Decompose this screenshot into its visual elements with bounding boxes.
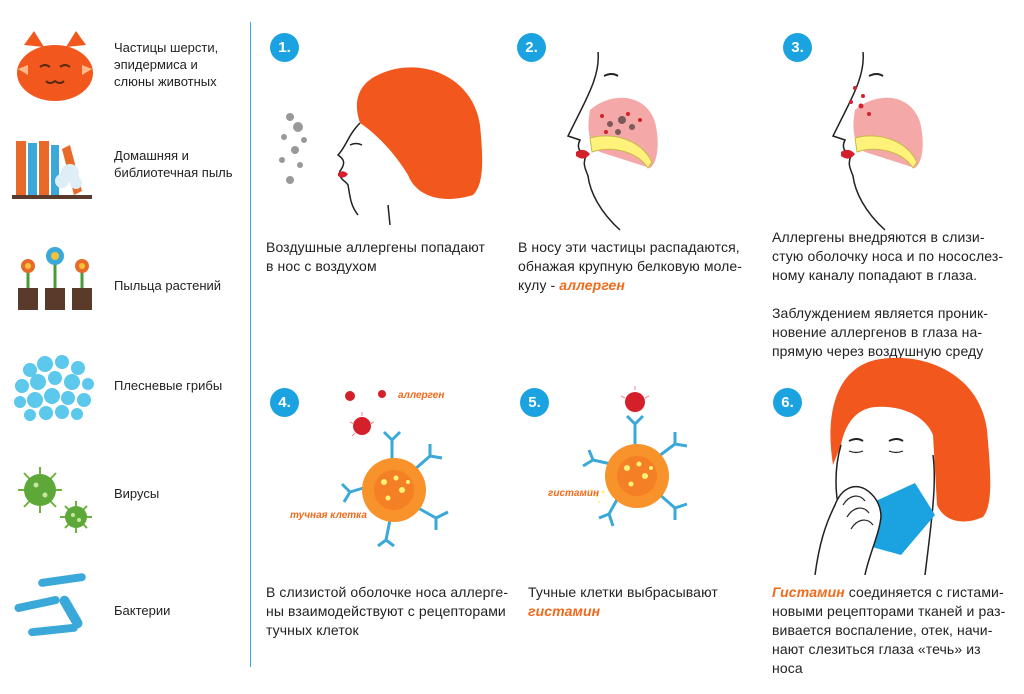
- step-number-badge: 4.: [270, 388, 299, 417]
- step-5-text: Тучные клетки выбрасывают гистамин: [528, 583, 758, 621]
- virus-icon: [18, 467, 92, 533]
- source-viruses: Вирусы: [10, 455, 245, 545]
- mast-cell-histamine-illustration: [582, 386, 688, 527]
- source-bacteria-label: Бактерии: [114, 603, 171, 618]
- source-pollen-label: Пыльца растений: [114, 278, 222, 293]
- mast-cell-receptors-illustration: [340, 390, 449, 548]
- step-number-badge: 2.: [517, 33, 546, 62]
- panel-divider: [250, 22, 251, 667]
- mold-spores-icon: [14, 355, 94, 421]
- flower-pots-icon: [18, 247, 92, 310]
- cat-icon: [17, 31, 93, 101]
- step-number-badge: 3.: [783, 33, 812, 62]
- step-number-badge: 6.: [773, 388, 802, 417]
- woman-inhaling-illustration: [279, 67, 483, 225]
- source-animals-label: Частицы шерсти, эпидермиса и слюны живот…: [114, 40, 219, 89]
- source-animals: Частицы шерсти, эпидермиса и слюны живот…: [10, 25, 245, 115]
- step-2-text: В носу эти частицы распадаются, обнажая …: [518, 239, 743, 293]
- step-3-text: Аллергены внедряются в слизи- стую оболо…: [772, 229, 1004, 359]
- step-1-text: Воздушные аллергены попадают в нос с воз…: [266, 239, 486, 274]
- histamine-highlight: гистамин: [528, 603, 601, 619]
- source-pollen: Пыльца растений: [10, 240, 245, 330]
- source-viruses-label: Вирусы: [114, 486, 160, 501]
- source-dust-label: Домашняя и библиотечная пыль: [114, 148, 233, 180]
- step-4-text: В слизистой оболочке носа аллерге- ны вз…: [266, 584, 509, 638]
- histamine-highlight: Гистамин: [772, 584, 845, 600]
- step-number-badge: 1.: [270, 33, 299, 62]
- woman-sneezing-illustration: [814, 357, 991, 575]
- allergen-highlight: аллерген: [559, 277, 625, 293]
- bacteria-icon: [14, 573, 86, 637]
- source-mold-label: Плесневые грибы: [114, 378, 223, 393]
- source-dust: Домашняя и библиотечная пыль: [10, 135, 245, 225]
- histamine-tag: гистамин: [548, 488, 600, 499]
- step-number-badge: 5.: [520, 388, 549, 417]
- source-bacteria: Бактерии: [10, 570, 245, 660]
- allergen-sources-panel: Частицы шерсти, эпидермиса и слюны живот…: [0, 0, 250, 694]
- mast-cell-tag: тучная клетка: [290, 510, 367, 521]
- allergens-in-eyes-illustration: [831, 52, 923, 231]
- nasal-cavity-particles-illustration: [566, 52, 658, 231]
- source-mold: Плесневые грибы: [10, 350, 245, 440]
- allergen-tag: аллерген: [398, 390, 445, 401]
- step-6-text: Гистамин соединяется с гистами- новыми р…: [772, 584, 1006, 676]
- books-dust-icon: [12, 141, 92, 199]
